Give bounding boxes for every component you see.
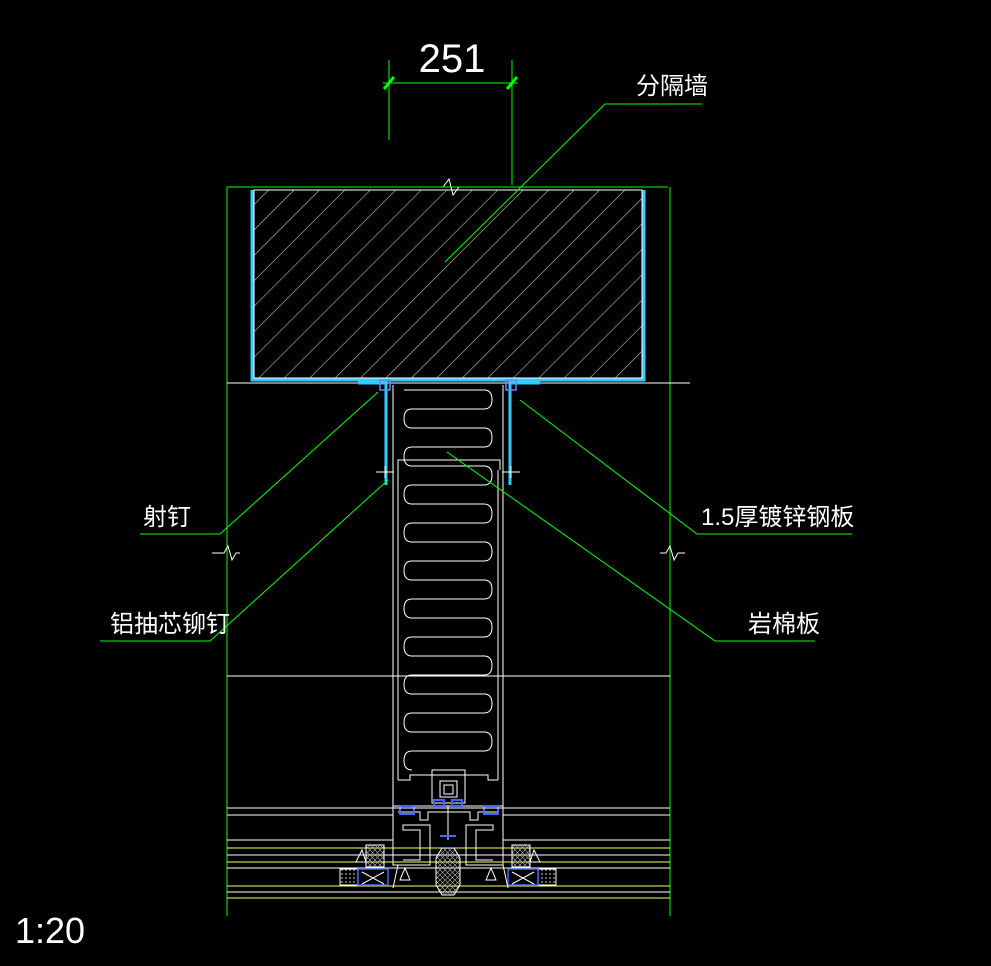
leader-lines: [100, 103, 852, 642]
dimension-251: 251: [382, 37, 519, 185]
panel-frame: [392, 385, 504, 820]
rivets: [376, 466, 520, 478]
center-gasket: [435, 847, 461, 896]
mullion-blue-gaskets: [399, 799, 499, 837]
label-partition-wall: 分隔墙: [636, 73, 708, 100]
partition-wall: [250, 189, 646, 382]
label-blind-rivet: 铝抽芯铆钉: [110, 611, 230, 638]
label-galvanized-plate: 1.5厚镀锌钢板: [701, 504, 854, 531]
break-mark-left: [212, 544, 240, 562]
outer-frame: [226, 186, 671, 916]
label-shot-nail: 射钉: [143, 504, 191, 531]
rock-wool-fill: [403, 389, 493, 771]
dimension-text: 251: [419, 37, 486, 81]
sealant-blocks: [339, 844, 557, 889]
galvanized-steel-plates: [358, 379, 540, 485]
label-rock-wool-board: 岩棉板: [748, 611, 820, 638]
break-mark-right: [660, 544, 685, 562]
scale-label: 1:20: [15, 910, 85, 951]
